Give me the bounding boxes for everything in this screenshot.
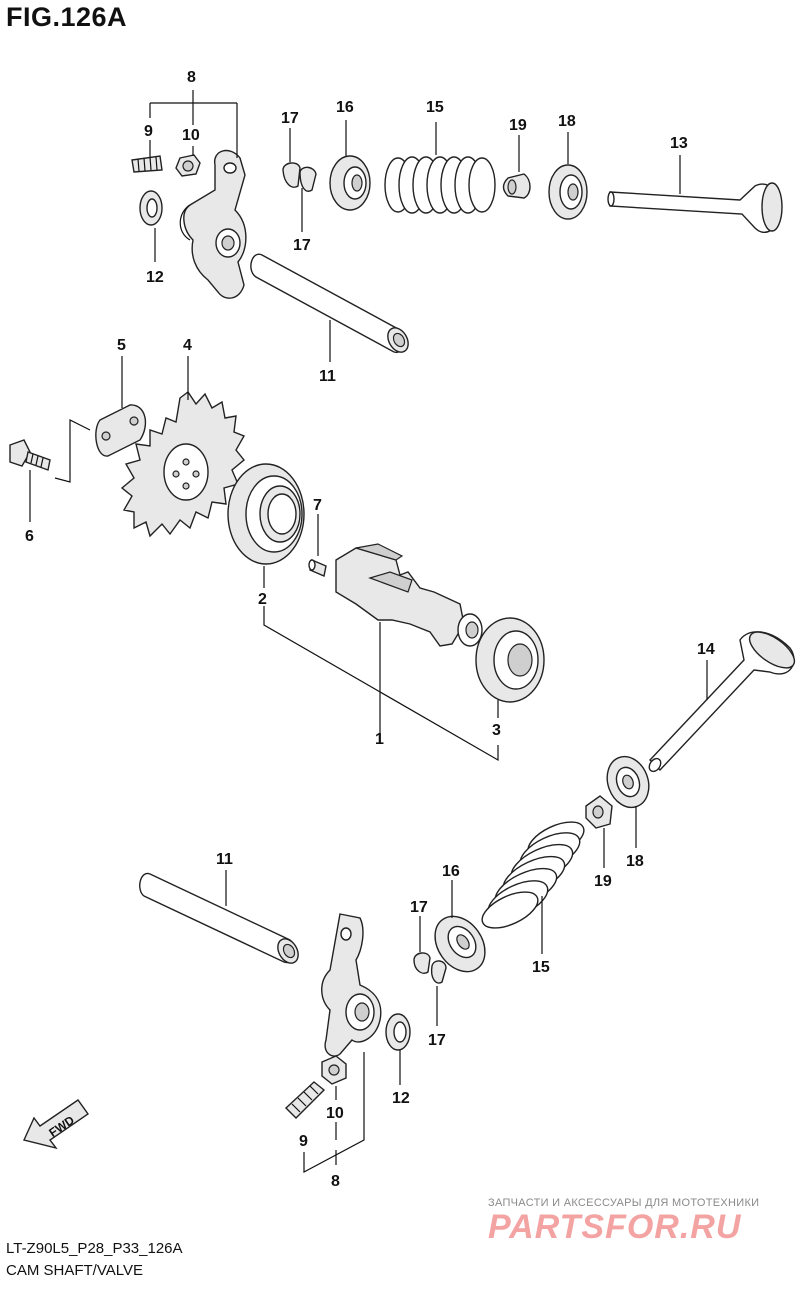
- spring-seat-top: [548, 164, 588, 220]
- rocker-shaft-top: [250, 253, 409, 353]
- watermark-tagline: ЗАПЧАСТИ И АКСЕССУАРЫ ДЛЯ МОТОТЕХНИКИ: [488, 1197, 760, 1209]
- callout-16-bot: 16: [442, 863, 460, 880]
- adjusting-screw-top: [131, 155, 163, 173]
- callout-14: 14: [697, 641, 715, 658]
- valve-spring-top: [384, 156, 496, 214]
- callout-17-bot-b: 17: [428, 1032, 446, 1049]
- exhaust-valve: [648, 631, 796, 773]
- callout-8-top: 8: [187, 69, 196, 86]
- callout-1: 1: [375, 731, 384, 748]
- callout-6: 6: [25, 528, 34, 545]
- lock-nut-top: [175, 154, 201, 177]
- figure-title: FIG.126A: [6, 2, 128, 32]
- spring-retainer-bottom: [434, 915, 486, 973]
- cotter-bottom: [413, 952, 447, 984]
- valve-stem-seal-bottom: [585, 795, 613, 829]
- figure-name: CAM SHAFT/VALVE: [6, 1262, 143, 1279]
- pin: [308, 559, 327, 577]
- spring-retainer-top: [329, 155, 371, 211]
- camshaft-bearing-right: [475, 617, 545, 703]
- callout-18-top: 18: [558, 113, 576, 130]
- spring-seat-bottom: [606, 755, 650, 809]
- callout-16-top: 16: [336, 99, 354, 116]
- callout-18-bot: 18: [626, 853, 644, 870]
- callout-19-top: 19: [509, 117, 527, 134]
- washer-top: [139, 190, 163, 226]
- callout-17-bot-a: 17: [410, 899, 428, 916]
- rocker-arm-bottom: [321, 913, 382, 1057]
- intake-valve: [607, 182, 783, 233]
- callout-12-top: 12: [146, 269, 164, 286]
- callout-3: 3: [492, 722, 501, 739]
- rocker-arm-top: [179, 149, 247, 299]
- bolt: [9, 439, 51, 471]
- callout-4: 4: [183, 337, 192, 354]
- callout-7: 7: [313, 497, 322, 514]
- callout-5: 5: [117, 337, 126, 354]
- callout-15-bot: 15: [532, 959, 550, 976]
- valve-spring-bottom: [481, 821, 585, 929]
- watermark-logo: PARTSFOR.RU: [488, 1208, 742, 1246]
- figure-code: LT-Z90L5_P28_P33_126A: [6, 1240, 183, 1257]
- fwd-arrow-icon: FWD: [23, 1099, 89, 1150]
- washer-bottom: [385, 1013, 411, 1051]
- camshaft-bearing-left: [227, 463, 305, 565]
- callout-19-bot: 19: [594, 873, 612, 890]
- callout-17-top-a: 17: [281, 110, 299, 127]
- callout-12-bot: 12: [392, 1090, 410, 1107]
- valve-stem-seal-top: [502, 173, 531, 199]
- callout-9-top: 9: [144, 123, 153, 140]
- callout-13: 13: [670, 135, 688, 152]
- cotter-top: [282, 162, 317, 192]
- callout-11-bot: 11: [216, 851, 233, 868]
- cam-chain-sprocket: [120, 390, 246, 538]
- callout-10-bot: 10: [326, 1105, 344, 1122]
- lock-nut-bottom: [321, 1055, 347, 1085]
- callout-9-bot: 9: [299, 1133, 308, 1150]
- callout-15-top: 15: [426, 99, 444, 116]
- callout-8-bot: 8: [331, 1173, 340, 1190]
- sprocket-plate: [95, 404, 147, 457]
- rocker-shaft-bottom: [139, 872, 299, 964]
- callouts: 8 9 10 12 17 17 16 15 19 18 13 11 5 4 6 …: [25, 69, 715, 1190]
- callout-10-top: 10: [182, 127, 200, 144]
- callout-11-top: 11: [319, 368, 336, 385]
- callout-17-top-b: 17: [293, 237, 311, 254]
- camshaft: [335, 543, 483, 647]
- adjusting-screw-bottom: [284, 1081, 326, 1119]
- callout-2: 2: [258, 591, 267, 608]
